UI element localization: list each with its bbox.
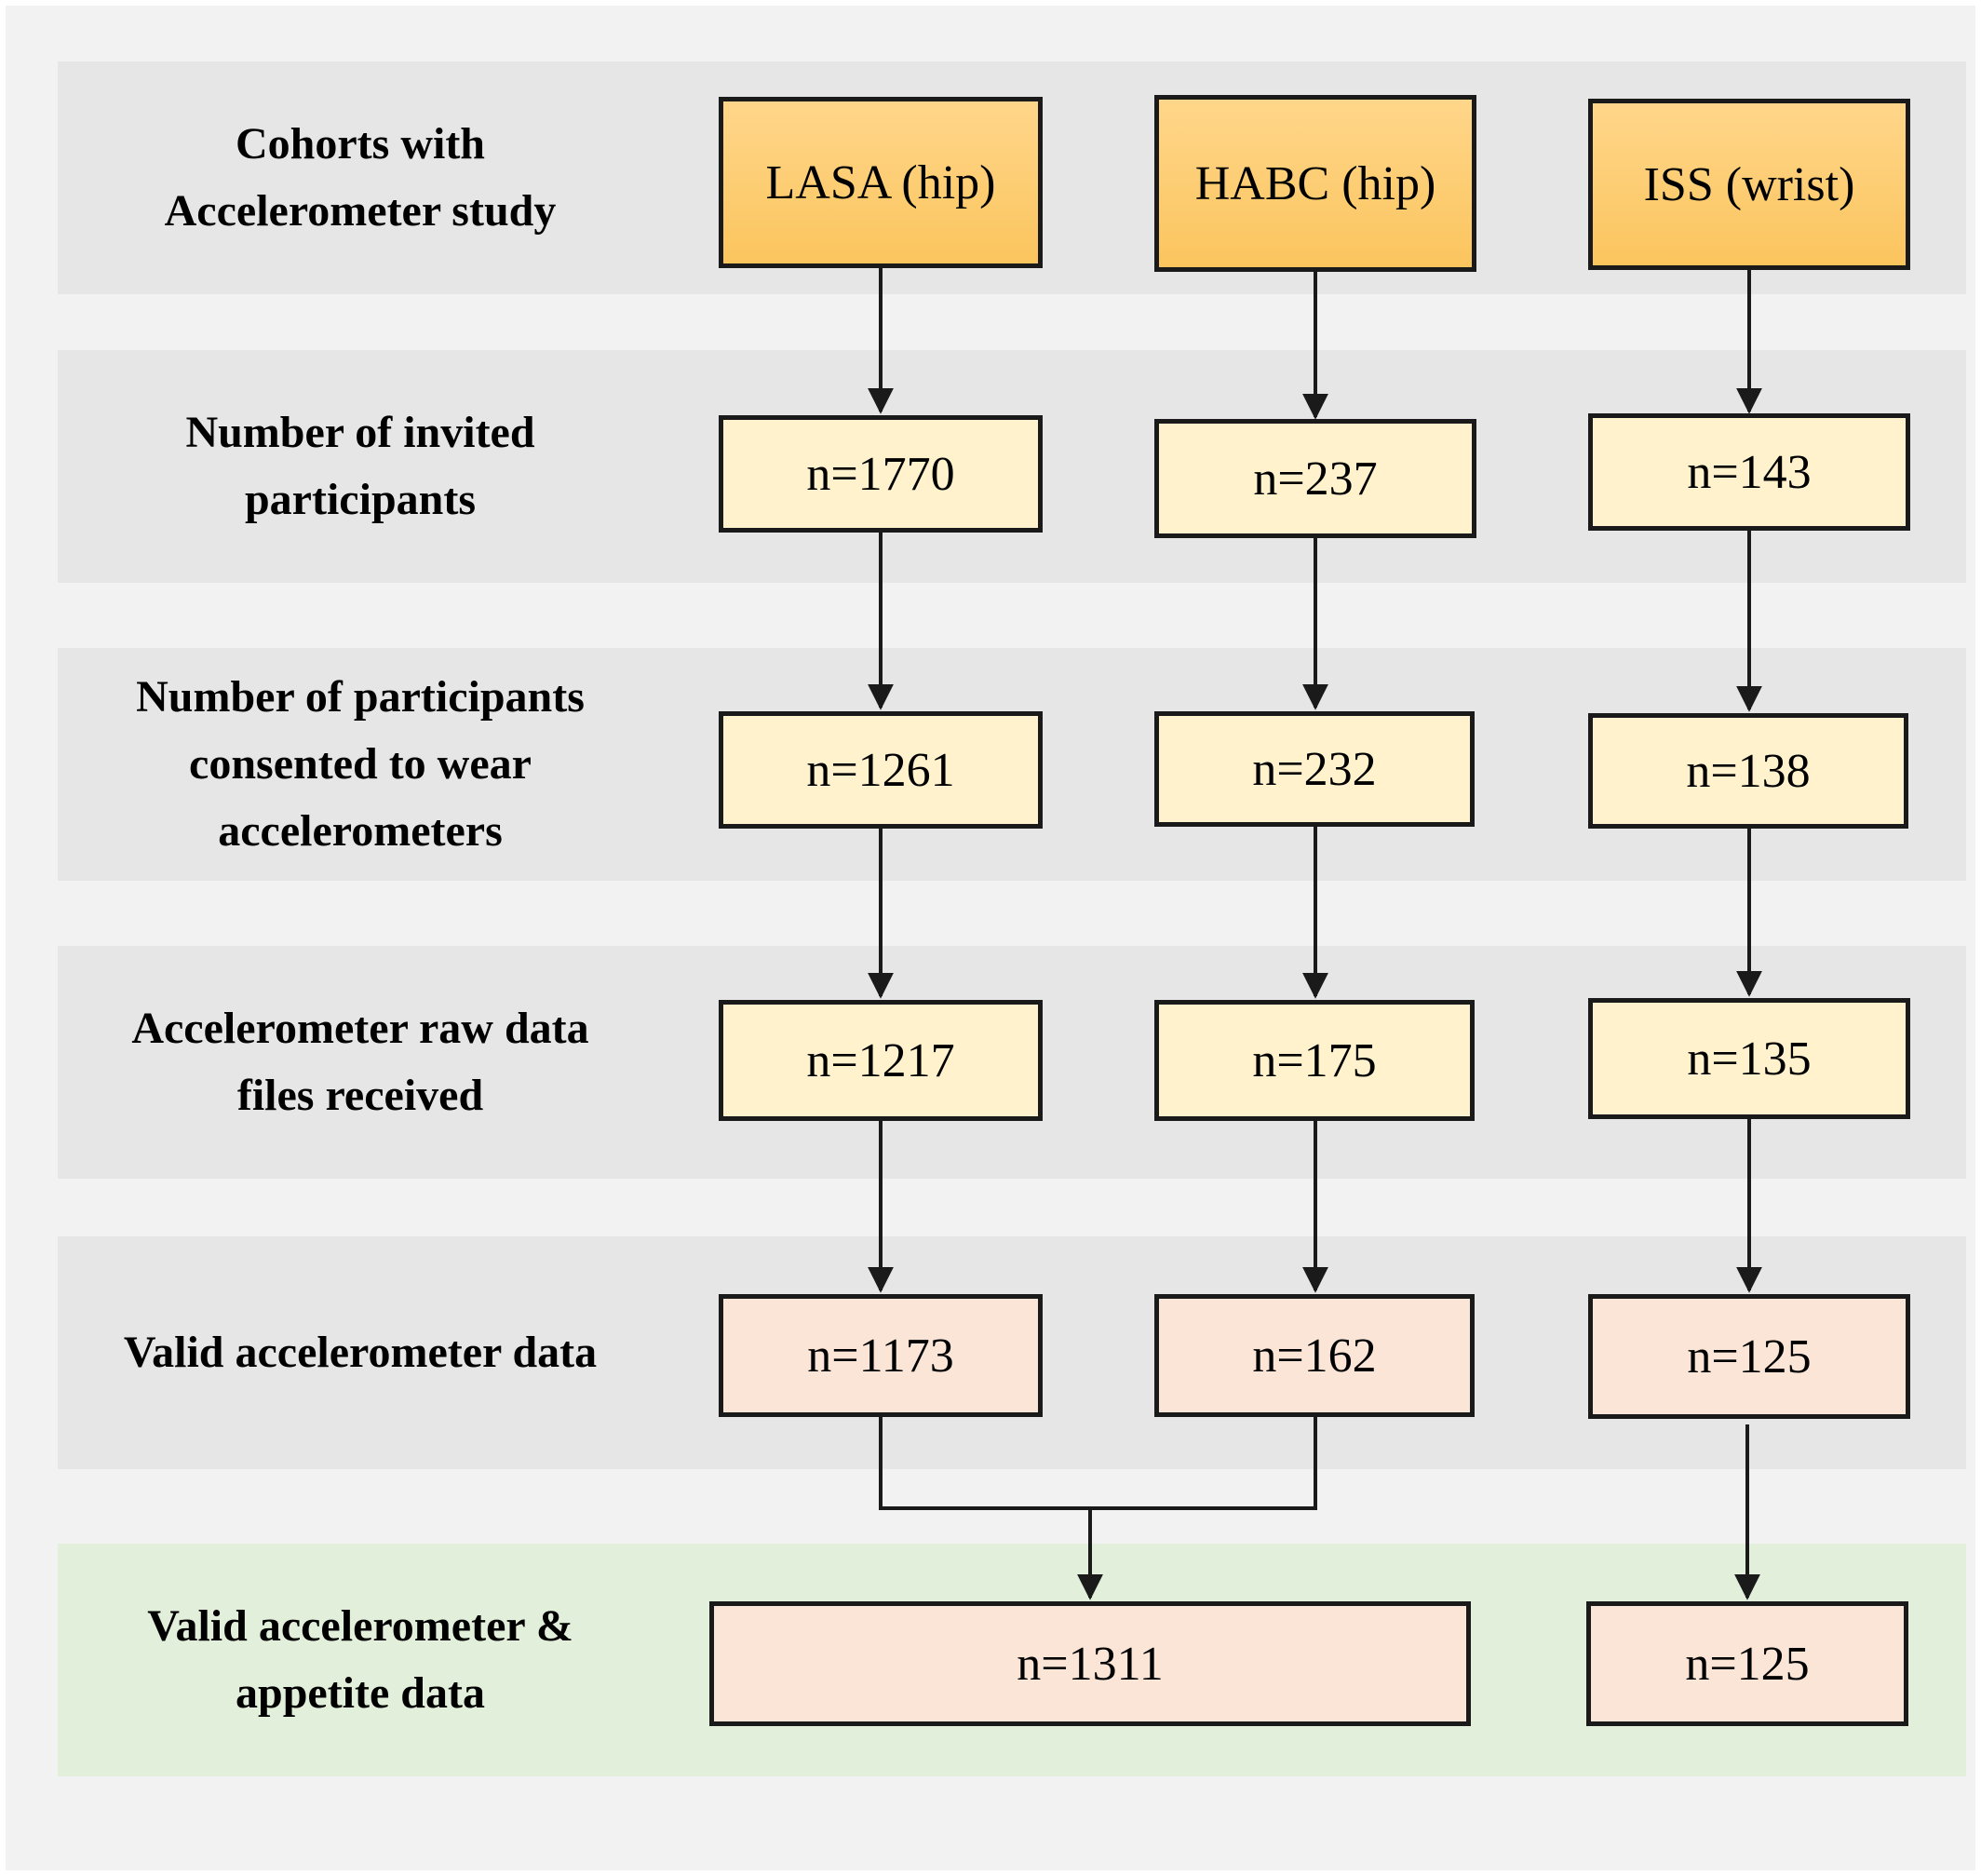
- row-label-valid-appetite: Valid accelerometer & appetite data: [147, 1601, 573, 1718]
- box-iss-invited: n=143: [1588, 413, 1910, 531]
- box-iss-valid: n=125: [1588, 1294, 1910, 1419]
- row-label-files-received: Accelerometer raw data files received: [131, 1004, 589, 1120]
- row-label-consented: Number of participants consented to wear…: [136, 672, 585, 856]
- box-lasa-invited: n=1770: [719, 415, 1043, 533]
- row-label-invited: Number of invited participants: [185, 408, 535, 524]
- box-lasa-hip: LASA (hip): [719, 97, 1043, 268]
- merge-connector: [879, 1417, 1317, 1510]
- box-habc-invited: n=237: [1154, 419, 1476, 538]
- box-habc-valid: n=162: [1154, 1294, 1475, 1417]
- row-label-cohorts: Cohorts with Accelerometer study: [164, 119, 557, 236]
- box-lasa-files-received: n=1217: [719, 1000, 1043, 1121]
- box-habc-files-received: n=175: [1154, 1000, 1475, 1121]
- box-habc-hip: HABC (hip): [1154, 95, 1476, 272]
- box-iss-consented: n=138: [1588, 713, 1908, 829]
- row-label-valid-data: Valid accelerometer data: [123, 1328, 598, 1377]
- box-iss-files-received: n=135: [1588, 998, 1910, 1119]
- box-lasa-valid: n=1173: [719, 1294, 1043, 1417]
- box-habc-consented: n=232: [1154, 711, 1475, 827]
- box-lasa-consented: n=1261: [719, 711, 1043, 829]
- box-hip-combined-final: n=1311: [709, 1601, 1471, 1726]
- box-iss-final: n=125: [1586, 1601, 1908, 1726]
- box-iss-wrist: ISS (wrist): [1588, 99, 1910, 270]
